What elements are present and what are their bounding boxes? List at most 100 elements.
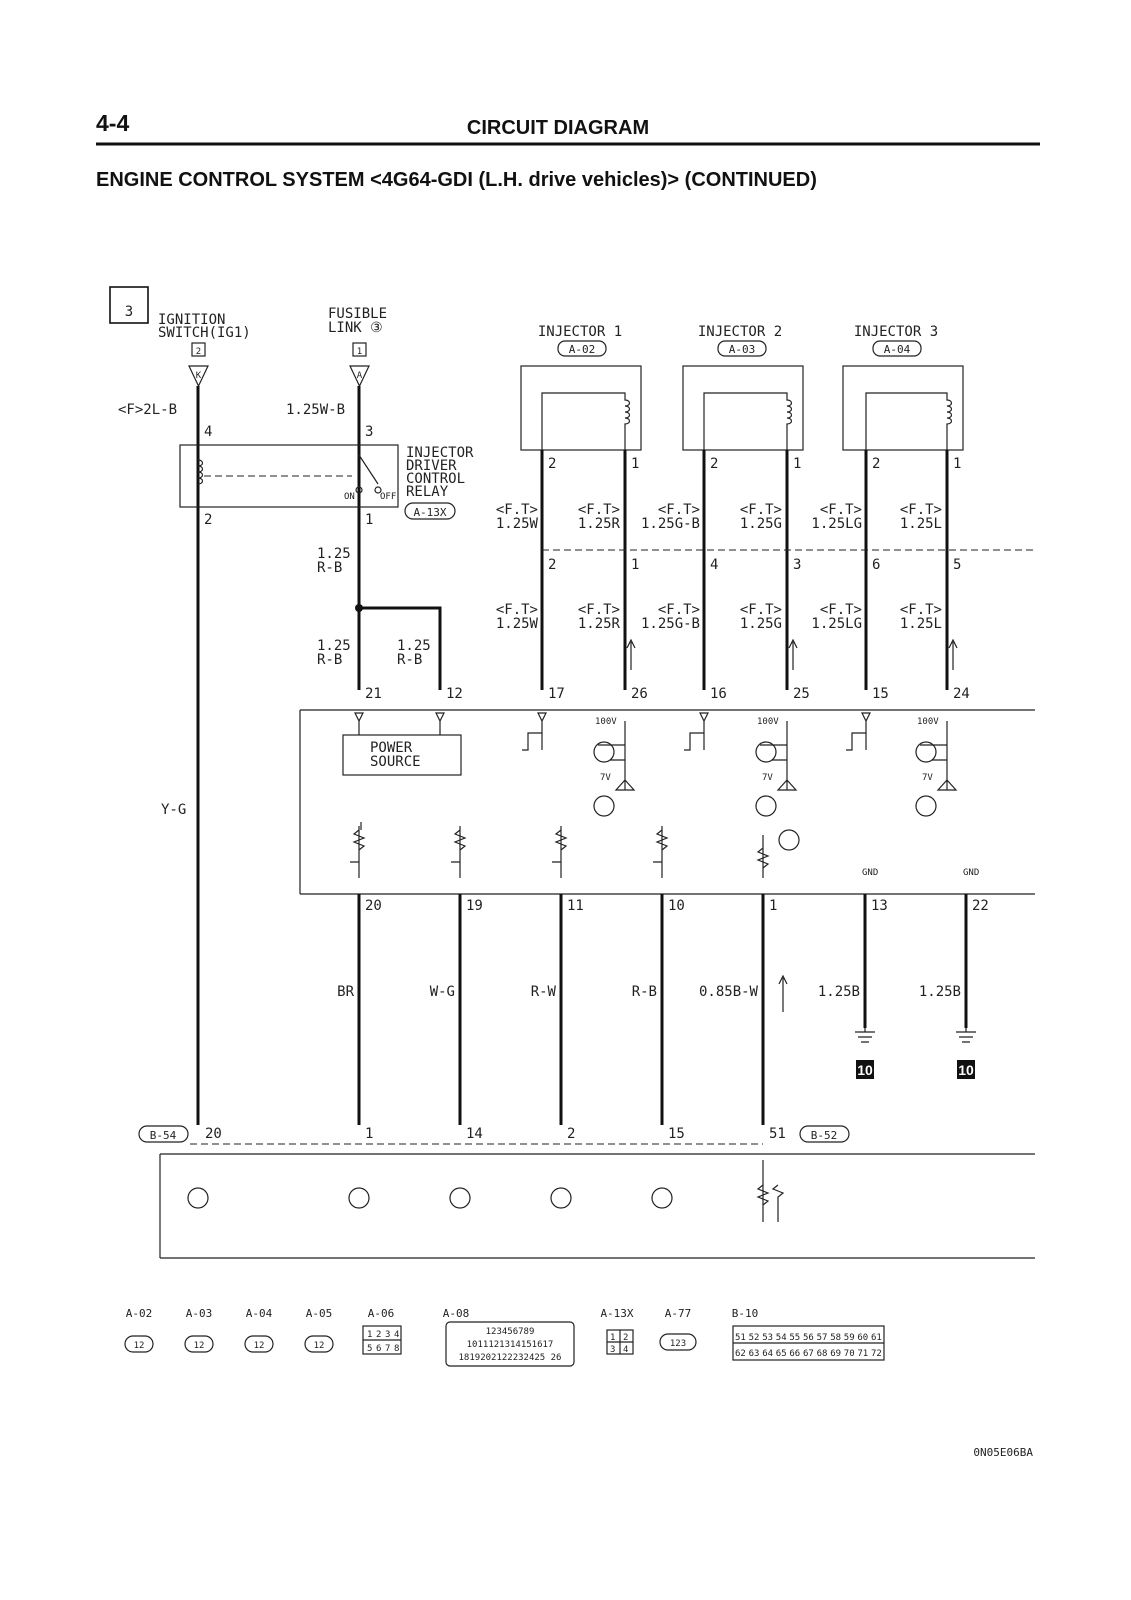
injector-2-wire-b1: 1.25G [740,516,782,532]
injector-2-conn-badge [717,340,767,357]
a77-pins: 123 [670,1339,686,1349]
injector-3-mid-a: 6 [872,557,880,573]
branch-wire-12-color: R-B [397,652,422,668]
injector-2-name: INJECTOR 2 [698,324,782,340]
relay-out-wire-color: R-B [317,560,342,576]
injector-2-ft-a1: <F.T> [658,502,700,518]
b10-pin: 58 [830,1333,841,1343]
injector-1-ft-a1: <F.T> [496,502,538,518]
injector-1-conn-badge [557,340,607,357]
b10-pin: 72 [871,1349,882,1359]
a06-pin-7: 7 [385,1344,390,1354]
arrow-up-icon [778,974,788,1012]
yg-wire-label: Y-G [161,802,186,818]
driver-3-circuit [846,721,867,751]
driver-2-100v: 100V [757,717,779,727]
b52-conn: B-52 [811,1129,838,1142]
a06-pin-4: 4 [394,1330,399,1340]
terminal-icon [861,712,871,723]
relay-off-contact [374,486,382,494]
gnd-label-22: GND [963,868,979,878]
b10-pin: 68 [817,1349,828,1359]
injector-3-conn: A-04 [884,343,911,356]
lower-pin-51: 51 [769,1126,786,1142]
connector-icon [659,1333,697,1351]
injector-3-ft-b2: <F.T> [900,602,942,618]
wire-color-br: BR [337,984,354,1000]
ecu-pin-22: 22 [972,898,989,914]
injector-1-wire-b1: 1.25R [578,516,621,532]
transistor-icon [187,1187,209,1209]
injector-2-ft-b2: <F.T> [740,602,782,618]
fusible-pin: 1 [357,347,362,357]
ignition-wire: <F>2L-B [118,402,177,418]
ground-icon [956,1028,976,1043]
injector-2: INJECTOR 2 A-03 2 1 4 3 16 25 <F.T> 1.25… [641,324,810,702]
relay-out-wire-size: 1.25 [317,546,351,562]
injector-1-ecu-a: 17 [548,686,565,702]
driver-1-wiring [598,721,636,791]
injector-2-wire-b2: 1.25G [740,616,782,632]
transistor-icon [755,741,777,763]
injector-3-wire-a2: 1.25LG [811,616,862,632]
driver-2-wiring [760,721,798,791]
b10-pin: 59 [844,1333,855,1343]
injector-1-ecu-b: 26 [631,686,648,702]
resistor-icon [756,835,770,878]
connector-icon [304,1335,334,1353]
diagram-subtitle: ENGINE CONTROL SYSTEM <4G64-GDI (L.H. dr… [96,169,817,191]
connector-legend: A-02 A-03 A-04 A-05 A-06 A-08 A-13X A-77… [124,1307,885,1367]
a06-pin-1: 1 [367,1330,372,1340]
injector-1-ft-a2: <F.T> [496,602,538,618]
ecu-pin-21: 21 [365,686,382,702]
injector-1-conn: A-02 [569,343,596,356]
injector-3-wire-a1: 1.25LG [811,516,862,532]
injector-driver-1: 100V 7V [522,712,636,817]
wire-color-125b-a: 1.25B [818,984,860,1000]
resistor-icon [552,826,568,878]
relay-connector: A-13X [413,506,446,519]
arrow-up-icon [788,638,798,670]
legend-b10: B-10 [732,1307,759,1320]
injector-3-pin-1: 1 [953,456,961,472]
lower-pin-2: 2 [567,1126,575,1142]
injector-2-mid-a: 4 [710,557,718,573]
injector-2-ecu-b: 25 [793,686,810,702]
branch-wire-21-size: 1.25 [317,638,351,654]
arrow-up-icon [626,638,636,670]
ground-icon [855,1028,875,1043]
resistor-icon [653,826,669,878]
b10-pin: 57 [817,1333,828,1343]
fusible-pin-box [352,342,367,357]
relay-pin-2: 2 [204,512,212,528]
fusible-terminal: A [357,371,363,381]
relay-pin-3: 3 [365,424,373,440]
wire-color-125b-b: 1.25B [919,984,961,1000]
b10-pin: 62 [735,1349,746,1359]
b10-pin: 56 [803,1333,814,1343]
a04-pins: 12 [254,1341,265,1351]
legend-a04: A-04 [246,1307,273,1320]
relay-off: OFF [380,492,396,502]
injector-driver-3: 100V 7V [846,712,958,817]
figure-id: 0N05E06BA [973,1446,1033,1459]
fusible-terminal-icon [349,365,370,388]
section-title: CIRCUIT DIAGRAM [467,117,649,139]
injector-1-coil-icon [541,392,631,450]
injector-1-ft-b2: <F.T> [578,602,620,618]
transistor-icon [348,1187,370,1209]
b10-pin: 64 [762,1349,773,1359]
ecu-pin-12: 12 [446,686,463,702]
resistor-icon [350,822,366,878]
injector-2-pin-1: 1 [793,456,801,472]
legend-a13x: A-13X [600,1307,633,1320]
power-source-box [342,734,462,776]
gnd-label-13: GND [862,868,878,878]
wire-color-rb: R-B [632,984,657,1000]
transistor-icon [593,741,615,763]
injector-1: INJECTOR 1 A-02 2 1 2 1 17 26 <F.T> 1.25… [496,324,648,702]
lower-pin-14: 14 [466,1126,483,1142]
resistor-icon [756,1160,785,1222]
